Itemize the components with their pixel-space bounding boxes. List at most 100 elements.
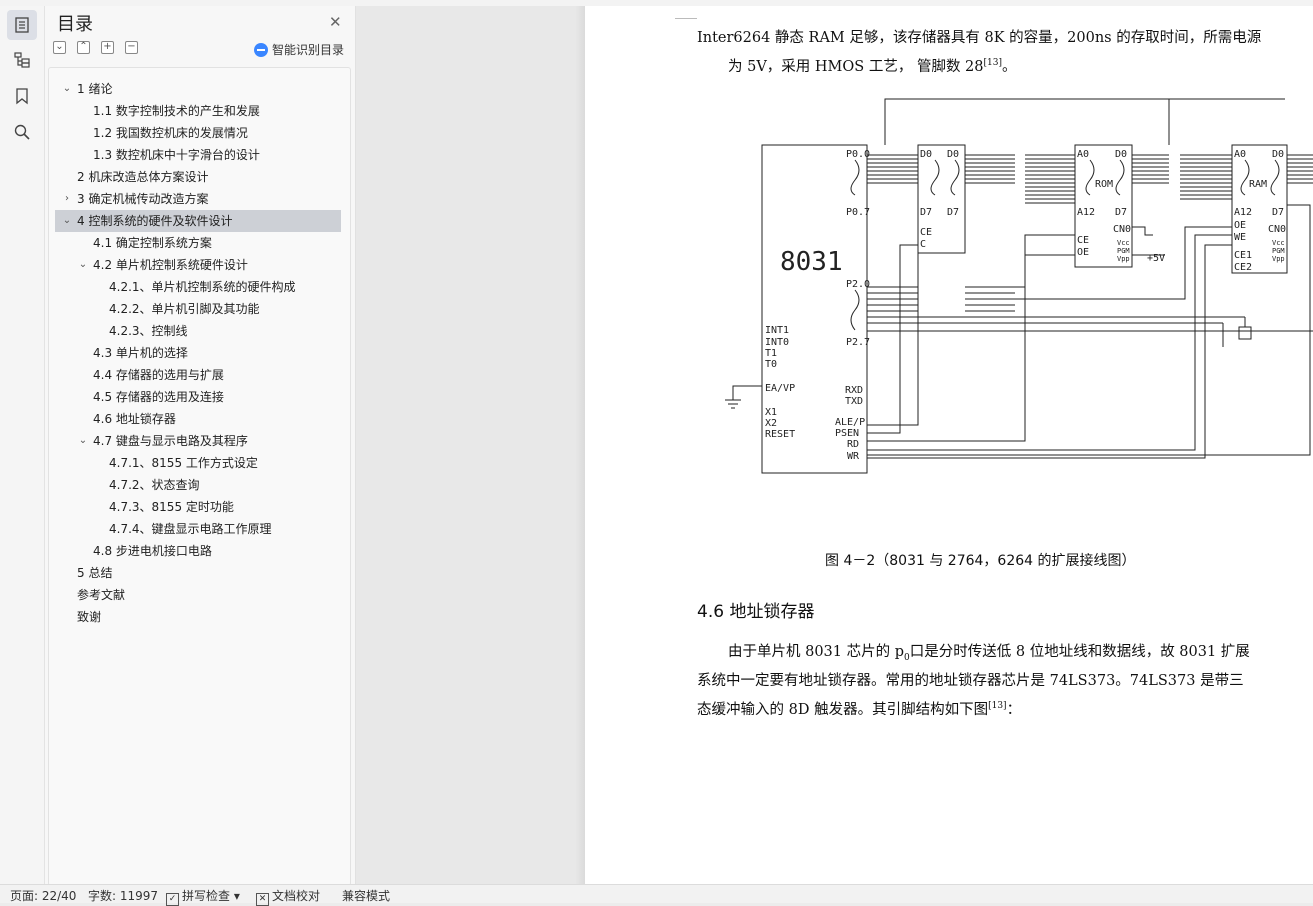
paragraph-line: Inter6264 静态 RAM 足够，该存储器具有 8K 的容量，200ns … [697, 26, 1261, 47]
bookmark-button[interactable] [7, 81, 37, 111]
document-outline-icon [15, 17, 29, 33]
close-box-icon: ✕ [256, 893, 269, 906]
pin-label: P2.0 [846, 279, 870, 290]
pin-label: P2.7 [846, 337, 870, 348]
mcu-8031-box [761, 144, 868, 474]
toc-title: 目录 [57, 14, 93, 35]
pin-label: Vcc [1117, 239, 1130, 247]
chevron-down-icon[interactable]: ⌄ [62, 215, 72, 226]
toc-item[interactable]: 4.7.2、状态查询 [55, 474, 341, 496]
page-indicator[interactable]: 页面: 22/40 [10, 889, 77, 903]
pin-label: OE [1234, 220, 1246, 231]
paragraph-line: 为 5V，采用 HMOS 工艺， 管脚数 28[13]。 [728, 55, 1017, 76]
pin-label: WR [847, 451, 860, 462]
toc-item-label: 4.8 步进电机接口电路 [93, 544, 212, 558]
spell-check-toggle[interactable]: ✓拼写检查 ▾ [166, 887, 240, 906]
address-bus-low [965, 154, 1075, 204]
collapse-all-icon[interactable]: ⌃ [77, 41, 90, 54]
proofread-button[interactable]: ✕文档校对 [256, 887, 320, 906]
remove-heading-icon[interactable]: − [125, 41, 138, 54]
data-bus [1132, 154, 1313, 200]
toc-item[interactable]: ⌄4.7 键盘与显示电路及其程序 [55, 430, 341, 452]
toc-item-label: 1.1 数字控制技术的产生和发展 [93, 104, 260, 118]
chevron-down-icon[interactable]: ⌄ [78, 435, 88, 446]
pin-label: D0 [1115, 149, 1127, 160]
toc-item[interactable]: 致谢 [55, 606, 341, 628]
ai-icon [254, 42, 268, 57]
navigation-pane-button[interactable] [7, 45, 37, 75]
paragraph-text: ： [1006, 702, 1022, 718]
expand-all-icon[interactable]: ⌄ [53, 41, 66, 54]
p2-bus [867, 226, 1313, 332]
toc-item[interactable]: 4.7.3、8155 定时功能 [55, 496, 341, 518]
toc-item-label: 2 机床改造总体方案设计 [77, 170, 209, 184]
search-icon [14, 124, 30, 140]
toc-item-label: 4.2 单片机控制系统硬件设计 [93, 258, 248, 272]
toc-item[interactable]: ⌄4 控制系统的硬件及软件设计 [55, 210, 341, 232]
pin-label: A0 [1077, 149, 1089, 160]
pin-label: D7 [920, 207, 932, 218]
add-heading-icon[interactable]: + [101, 41, 114, 54]
toc-item[interactable]: 4.7.1、8155 工作方式设定 [55, 452, 341, 474]
toc-item[interactable]: 4.5 存储器的选用及连接 [55, 386, 341, 408]
pin-label: D0 [1272, 149, 1284, 160]
toc-item-label: 4.7.3、8155 定时功能 [109, 500, 234, 514]
chevron-right-icon[interactable]: › [65, 193, 69, 204]
status-bar: 页面: 22/40 字数: 11997 ✓拼写检查 ▾ ✕文档校对 兼容模式 [0, 884, 1313, 906]
toc-item-label: 4.7.2、状态查询 [109, 478, 200, 492]
proofread-label: 文档校对 [272, 889, 321, 903]
pin-label: D0 [947, 149, 959, 160]
paragraph-text: 系统中一定要有地址锁存器。常用的地址锁存器芯片是 74LS373。74LS373… [697, 673, 1244, 689]
paragraph-text: 口是分时传送低 8 位地址线和数据线，故 8031 扩展 [909, 644, 1250, 660]
mcu-label: 8031 [780, 247, 843, 277]
paragraph-text: Inter6264 静态 RAM 足够，该存储器具有 8K 的容量，200ns … [697, 30, 1262, 46]
toc-item-label: 4.2.1、单片机控制系统的硬件构成 [109, 280, 296, 294]
toc-item[interactable]: 4.4 存储器的选用与扩展 [55, 364, 341, 386]
pin-label: CN0 [1113, 224, 1131, 235]
ram-box [1231, 144, 1288, 274]
toc-item-label: 1 绪论 [77, 82, 113, 96]
chevron-down-icon[interactable]: ⌄ [62, 83, 72, 94]
chevron-down-icon[interactable]: ⌄ [78, 259, 88, 270]
toc-item[interactable]: 4.2.2、单片机引脚及其功能 [55, 298, 341, 320]
pin-label: TXD [845, 396, 863, 407]
paragraph-line: 由于单片机 8031 芯片的 p0口是分时传送低 8 位地址线和数据线，故 80… [728, 640, 1250, 663]
pin-label: T1 [765, 348, 777, 359]
toc-item[interactable]: ›3 确定机械传动改造方案 [55, 188, 341, 210]
toc-item[interactable]: 4.6 地址锁存器 [55, 408, 341, 430]
toc-item[interactable]: 4.2.3、控制线 [55, 320, 341, 342]
paragraph-line: 系统中一定要有地址锁存器。常用的地址锁存器芯片是 74LS373。74LS373… [697, 669, 1244, 690]
toc-item-label: 1.3 数控机床中十字滑台的设计 [93, 148, 260, 162]
citation-ref[interactable]: [13] [988, 701, 1007, 712]
outline-tree-icon [14, 52, 30, 68]
toc-item-label: 4.3 单片机的选择 [93, 346, 188, 360]
toc-item[interactable]: 1.1 数字控制技术的产生和发展 [55, 100, 341, 122]
toc-item[interactable]: 5 总结 [55, 562, 341, 584]
pin-label: X1 [765, 407, 777, 418]
toc-item[interactable]: 1.3 数控机床中十字滑台的设计 [55, 144, 341, 166]
pin-label: RD [847, 439, 859, 450]
toc-item[interactable]: ⌄ 1 绪论 [55, 78, 341, 100]
toc-item[interactable]: 4.1 确定控制系统方案 [55, 232, 341, 254]
toc-item[interactable]: 4.3 单片机的选择 [55, 342, 341, 364]
toc-item[interactable]: 4.7.4、键盘显示电路工作原理 [55, 518, 341, 540]
word-count[interactable]: 字数: 11997 [88, 889, 159, 903]
toc-panel-button[interactable] [7, 10, 37, 40]
toc-item[interactable]: 1.2 我国数控机床的发展情况 [55, 122, 341, 144]
smart-toc-button[interactable]: 智能识别目录 [254, 41, 344, 58]
toc-item[interactable]: 2 机床改造总体方案设计 [55, 166, 341, 188]
toc-item-label: 4.5 存储器的选用及连接 [93, 390, 224, 404]
search-button[interactable] [7, 117, 37, 147]
pin-label: PSEN [835, 428, 859, 439]
paragraph-text: 为 5V，采用 HMOS 工艺， 管脚数 28 [728, 59, 984, 75]
toc-list: ⌄ 1 绪论 1.1 数字控制技术的产生和发展 1.2 我国数控机床的发展情况 1.3 … [48, 67, 351, 886]
toc-item[interactable]: 4.2.1、单片机控制系统的硬件构成 [55, 276, 341, 298]
toc-panel: 目录 ✕ ⌄ ⌃ + − 智能识别目录 ⌄ 1 绪论 1.1 数字控制技术的产生和发… [45, 6, 356, 886]
citation-ref[interactable]: [13] [983, 58, 1002, 69]
toc-item[interactable]: 参考文献 [55, 584, 341, 606]
pin-label: OE [1077, 247, 1089, 258]
toc-item[interactable]: ⌄ 4.2 单片机控制系统硬件设计 [55, 254, 341, 276]
close-icon[interactable]: ✕ [329, 13, 342, 31]
bookmark-icon [16, 88, 28, 105]
toc-item[interactable]: 4.8 步进电机接口电路 [55, 540, 341, 562]
